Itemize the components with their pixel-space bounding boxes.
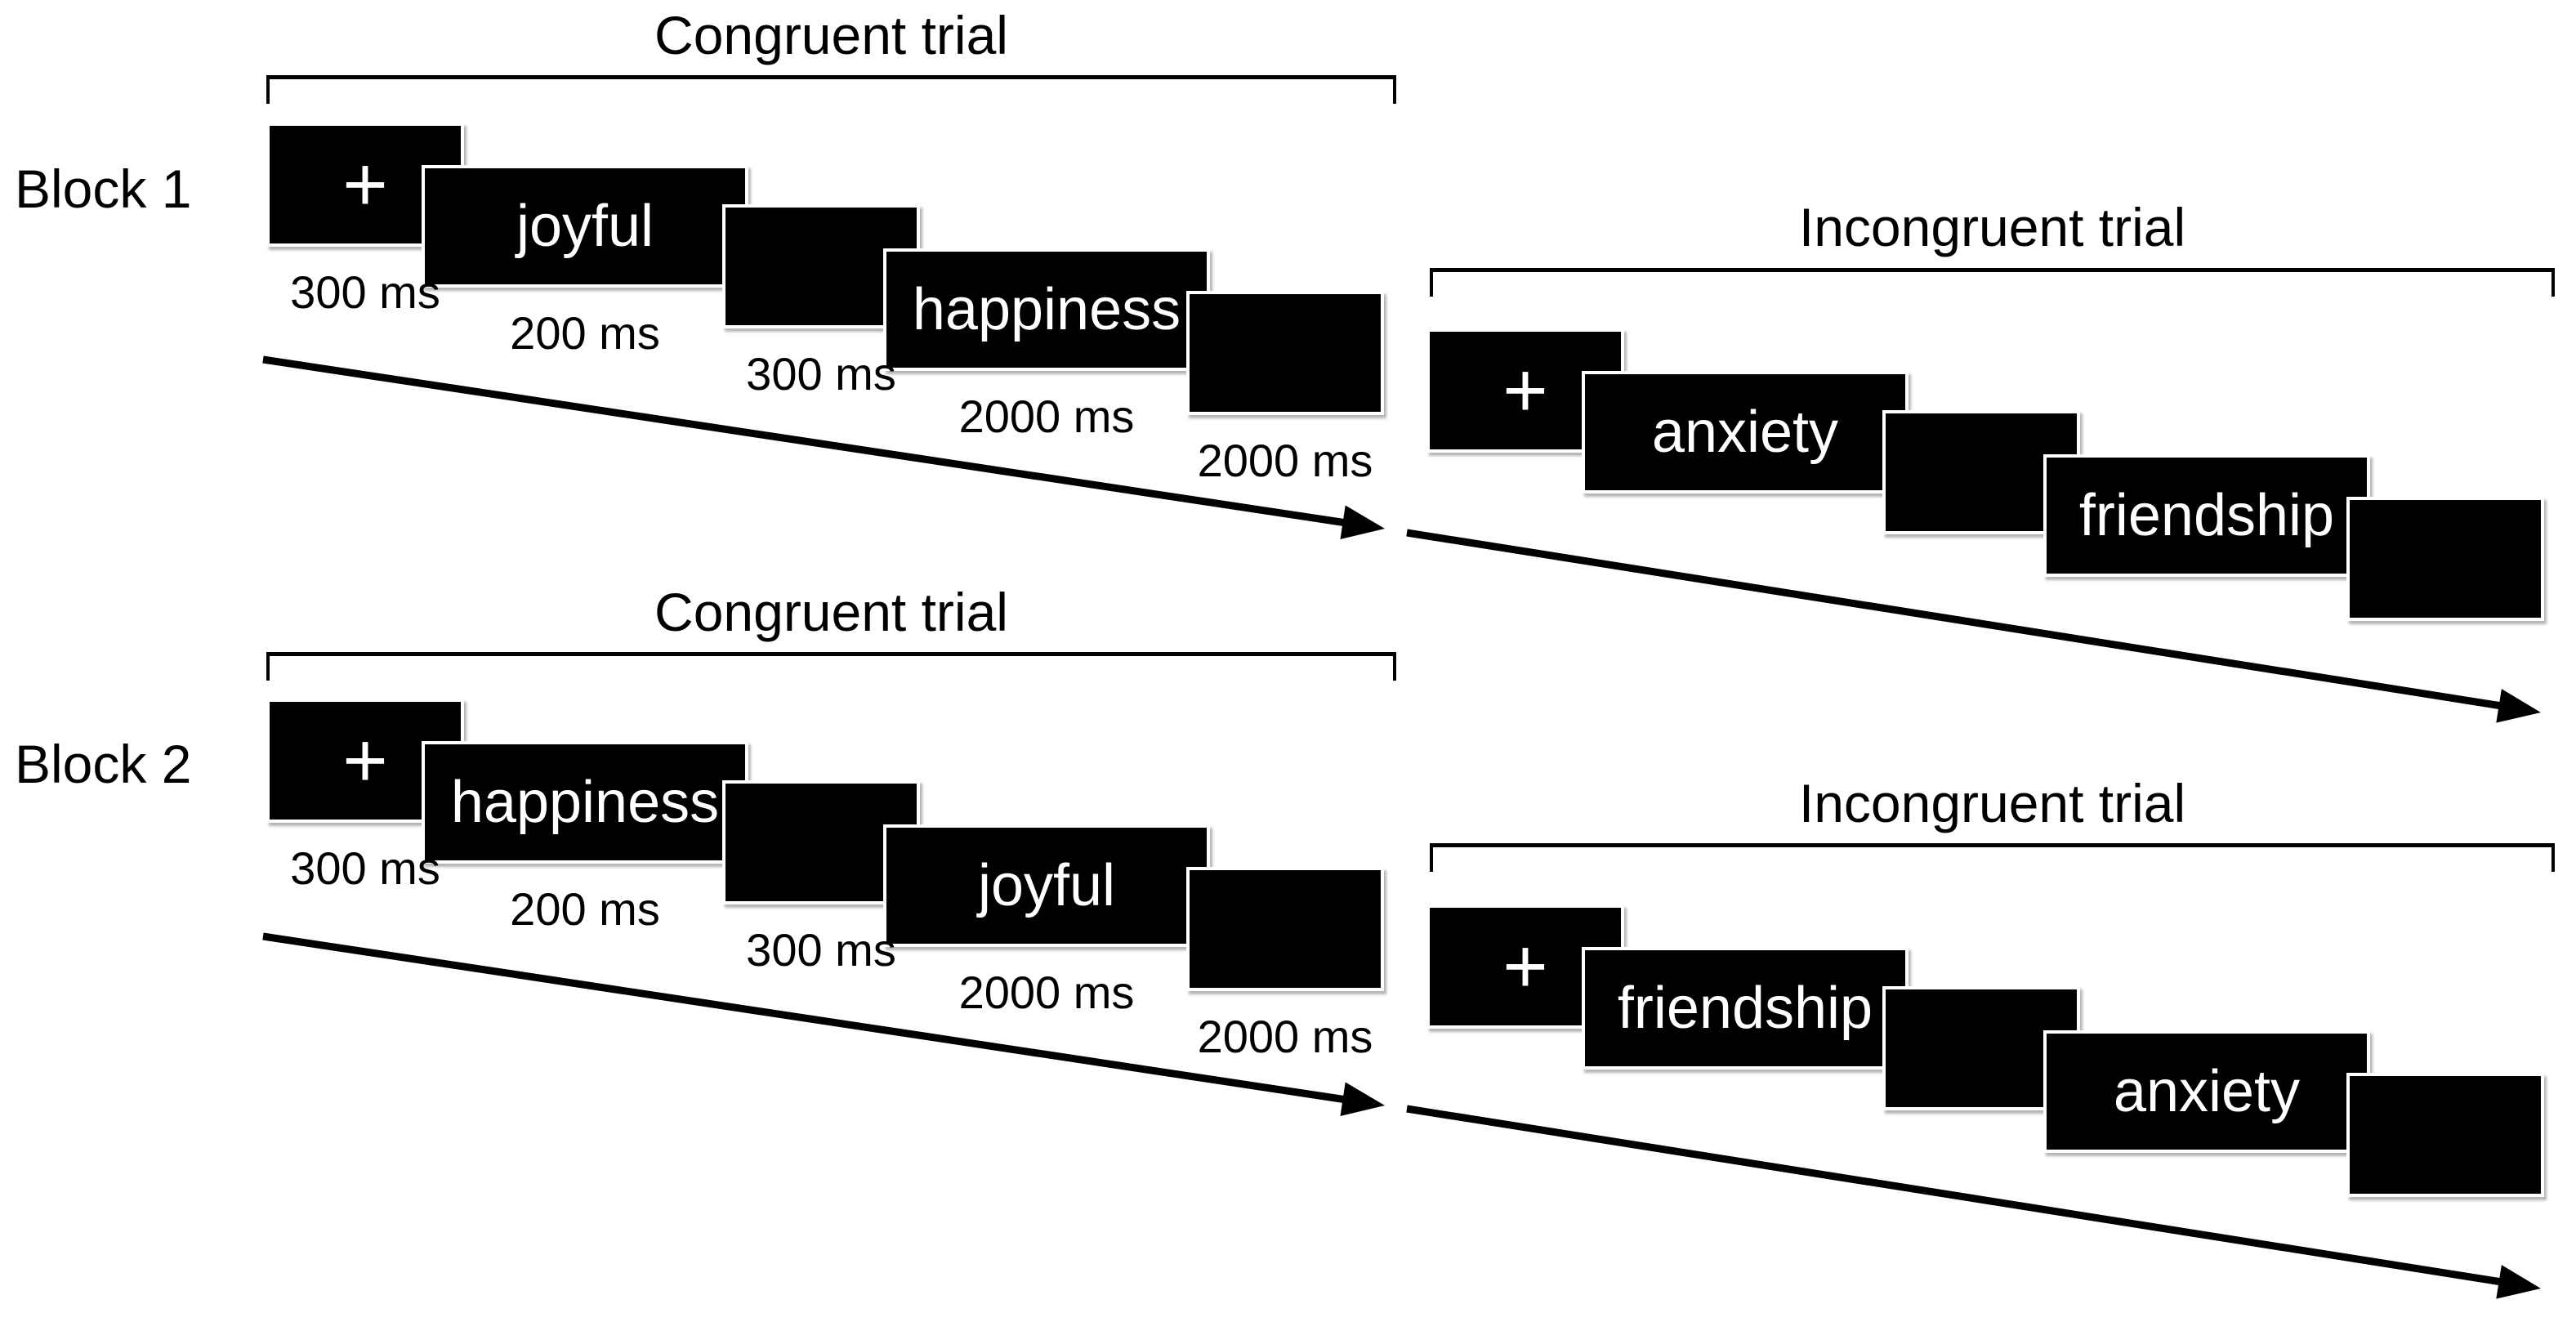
duration-label: 200 ms (510, 307, 660, 359)
duration-label: 300 ms (290, 842, 440, 894)
blank-screen (2346, 1073, 2544, 1197)
word-screen: happiness (883, 248, 1210, 371)
trial-title-block2-congruent: Congruent trial (654, 582, 1008, 642)
timeline-arrow-block1-congruent (262, 355, 1385, 539)
duration-label: 2000 ms (958, 967, 1135, 1018)
blank-screen (1186, 867, 1384, 991)
word-screen: friendship (1582, 947, 1909, 1070)
stimulus-word: happiness (912, 277, 1181, 342)
trial-bracket-block1-incongruent (1430, 268, 2555, 297)
block-1-label: Block 1 (15, 159, 192, 219)
trial-title-block1-incongruent: Incongruent trial (1798, 197, 2186, 257)
trial-bracket-block1-congruent (266, 75, 1396, 104)
fixation-cross: + (342, 141, 388, 228)
fixation-cross: + (1502, 922, 1548, 1010)
word-screen: friendship (2043, 454, 2370, 577)
timeline-arrow-block1-incongruent (1406, 529, 2541, 723)
word-screen: anxiety (2043, 1030, 2370, 1153)
trial-title-block2-incongruent: Incongruent trial (1798, 773, 2186, 833)
stimulus-word: anxiety (2113, 1059, 2301, 1124)
blank-screen (2346, 497, 2544, 621)
word-screen: happiness (422, 741, 748, 864)
duration-label: 2000 ms (1197, 1011, 1373, 1062)
stimulus-word: friendship (2078, 483, 2335, 548)
duration-label: 200 ms (510, 883, 660, 935)
word-screen: anxiety (1582, 371, 1909, 494)
block-2-label: Block 2 (15, 734, 192, 794)
fixation-cross: + (342, 717, 388, 804)
word-screen: joyful (422, 165, 748, 288)
stimulus-word: joyful (977, 853, 1116, 918)
duration-label: 300 ms (746, 348, 896, 400)
blank-screen (1186, 291, 1384, 415)
duration-label: 300 ms (746, 924, 896, 976)
trial-bracket-block2-incongruent (1430, 843, 2555, 872)
stimulus-word: happiness (450, 770, 720, 835)
fixation-cross: + (1502, 346, 1548, 434)
duration-label: 2000 ms (1197, 435, 1373, 486)
trial-title-block1-congruent: Congruent trial (654, 5, 1008, 65)
duration-label: 2000 ms (958, 391, 1135, 442)
word-screen: joyful (883, 824, 1210, 947)
duration-label: 300 ms (290, 266, 440, 318)
stimulus-word: anxiety (1651, 400, 1839, 465)
trial-bracket-block2-congruent (266, 652, 1396, 681)
stimulus-word: joyful (516, 194, 654, 259)
timeline-arrow-block2-congruent (262, 932, 1385, 1116)
stimulus-word: friendship (1617, 976, 1873, 1041)
timeline-arrow-block2-incongruent (1406, 1105, 2541, 1299)
